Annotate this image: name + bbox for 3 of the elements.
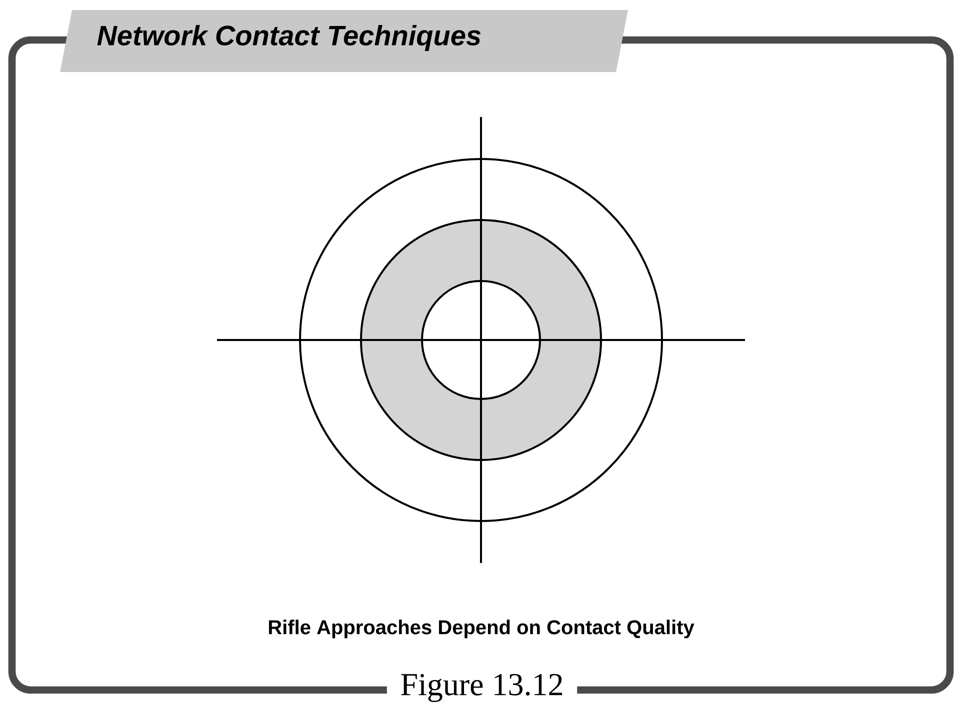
figure-number: Figure 13.12	[386, 670, 578, 706]
caption: Rifle Approaches Depend on Contact Quality	[268, 620, 694, 638]
title-tab: Network Contact Techniques	[60, 10, 628, 72]
